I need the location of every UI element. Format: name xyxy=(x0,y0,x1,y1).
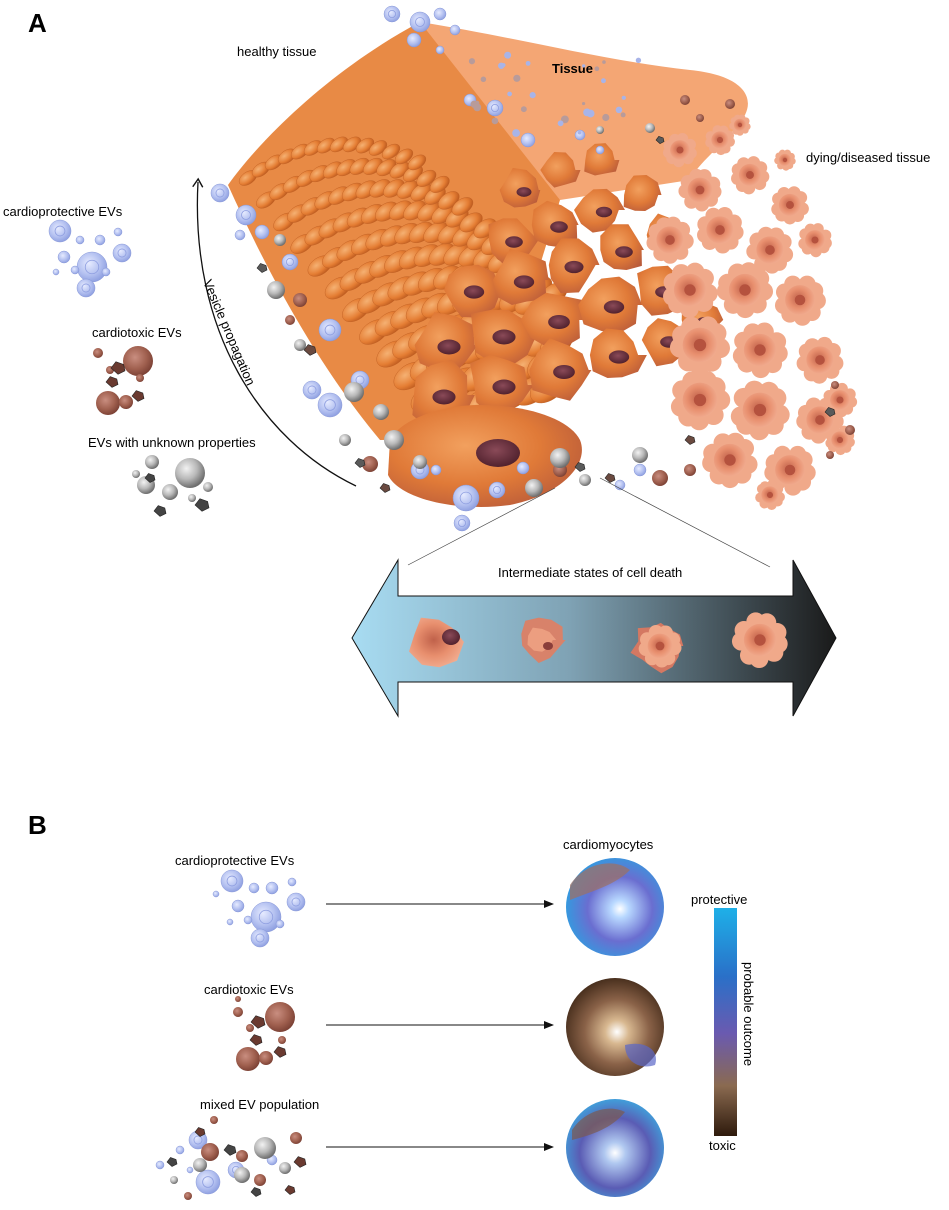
scale-bottom-label: toxic xyxy=(709,1138,736,1153)
vesicle-propagation-label: Vesicle propagation xyxy=(200,277,258,387)
panel-label-a: A xyxy=(28,8,47,38)
vesicle-propagation-arrow xyxy=(192,177,357,487)
row-label-mixed: mixed EV population xyxy=(200,1097,319,1112)
legend-unknown-evs xyxy=(132,455,213,517)
scattered-evs xyxy=(210,5,855,532)
cardiomyocyte-protective xyxy=(566,858,664,956)
outcome-scale-bar xyxy=(714,908,737,1136)
dying-tissue-label: dying/diseased tissue xyxy=(806,150,930,165)
zoom-line-right xyxy=(599,477,771,568)
b-mixed-evs xyxy=(155,1116,307,1200)
legend-unknown-label: EVs with unknown properties xyxy=(88,435,256,450)
healthy-tissue-label: healthy tissue xyxy=(237,44,317,59)
b-cardiotoxic-evs xyxy=(233,996,295,1071)
zoom-line-left xyxy=(407,487,556,566)
legend-cardioprotective-evs xyxy=(48,219,132,298)
tissue-label: Tissue xyxy=(552,61,593,76)
scale-top-label: protective xyxy=(691,892,747,907)
cardiomyocyte-toxic xyxy=(566,978,664,1076)
panel-label-b: B xyxy=(28,810,47,840)
cardiomyocyte-mixed xyxy=(566,1099,664,1197)
cardiomyocytes-label: cardiomyocytes xyxy=(563,837,654,852)
intermediate-states-label: Intermediate states of cell death xyxy=(498,565,682,580)
scale-axis-label: probable outcome xyxy=(741,962,756,1066)
legend-cardioprotective-label: cardioprotective EVs xyxy=(3,204,123,219)
b-cardioprotective-evs xyxy=(212,869,306,948)
dying-cells xyxy=(646,114,858,510)
row-label-cardioprotective: cardioprotective EVs xyxy=(175,853,295,868)
row-label-cardiotoxic: cardiotoxic EVs xyxy=(204,982,294,997)
cell-death-stages xyxy=(409,612,788,674)
cell-death-gradient-arrow xyxy=(351,558,837,718)
legend-cardiotoxic-label: cardiotoxic EVs xyxy=(92,325,182,340)
legend-cardiotoxic-evs xyxy=(93,346,153,415)
